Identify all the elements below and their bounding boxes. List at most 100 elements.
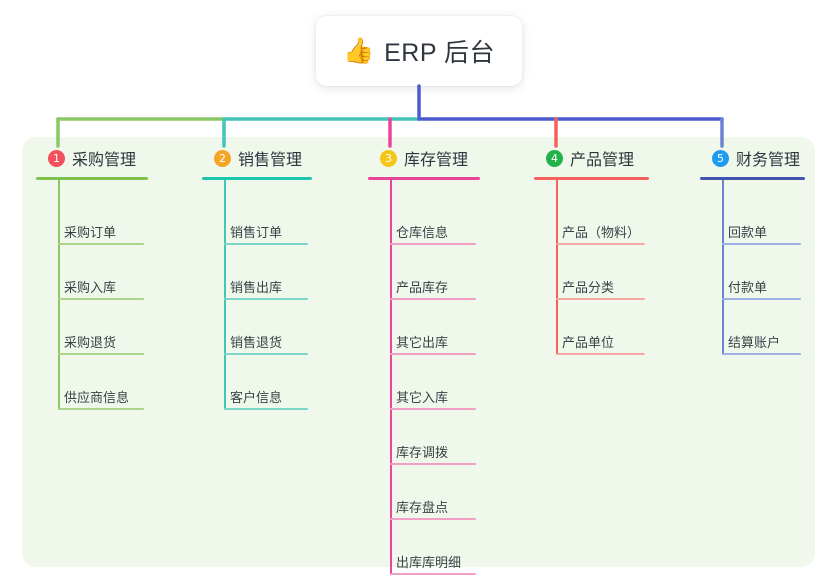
column-header-2[interactable]: 2 销售管理: [202, 145, 312, 171]
leaf-item[interactable]: 回款单: [700, 190, 805, 245]
leaf-item[interactable]: 客户信息: [202, 355, 312, 410]
leaf-item-label: 销售出库: [230, 280, 283, 295]
column-underline: [700, 177, 805, 180]
leaf-item[interactable]: 产品分类: [534, 245, 649, 300]
leaf-item-label: 出库库明细: [396, 555, 462, 570]
leaf-item[interactable]: 付款单: [700, 245, 805, 300]
leaf-item-underline: [58, 353, 144, 355]
leaf-item-label: 销售退货: [230, 335, 283, 350]
column-underline: [534, 177, 649, 180]
leaf-item-label: 产品单位: [562, 335, 615, 350]
leaf-item[interactable]: 库存盘点: [368, 465, 480, 520]
leaf-item-underline: [722, 353, 801, 355]
column-header-5[interactable]: 5 财务管理: [700, 145, 805, 171]
column-number-badge: 5: [712, 149, 729, 167]
column-title: 财务管理: [736, 152, 801, 169]
leaf-item[interactable]: 库存调拨: [368, 410, 480, 465]
column-title: 库存管理: [404, 152, 469, 169]
column-stem-line: [224, 180, 226, 410]
leaf-item-label: 仓库信息: [396, 225, 449, 240]
leaf-item-label: 产品（物料）: [562, 225, 641, 240]
leaf-item[interactable]: 仓库信息: [368, 190, 480, 245]
leaf-item-underline: [224, 298, 308, 300]
leaf-item[interactable]: 其它出库: [368, 300, 480, 355]
leaf-item-underline: [390, 408, 476, 410]
leaf-item-underline: [224, 243, 308, 245]
leaf-item[interactable]: 其它入库: [368, 355, 480, 410]
leaf-item-label: 客户信息: [230, 390, 283, 405]
leaf-item-underline: [224, 408, 308, 410]
leaf-item-underline: [390, 463, 476, 465]
column-header-4[interactable]: 4 产品管理: [534, 145, 649, 171]
column-header-3[interactable]: 3 库存管理: [368, 145, 480, 171]
column-number-badge: 4: [546, 149, 563, 167]
column-items: 回款单付款单结算账户: [700, 180, 805, 355]
leaf-item[interactable]: 采购退货: [36, 300, 148, 355]
column-number-badge: 2: [214, 149, 231, 167]
leaf-item[interactable]: 产品（物料）: [534, 190, 649, 245]
leaf-item-underline: [556, 298, 645, 300]
leaf-item-label: 采购入库: [64, 280, 117, 295]
leaf-item-underline: [58, 243, 144, 245]
leaf-item[interactable]: 销售退货: [202, 300, 312, 355]
leaf-item[interactable]: 销售出库: [202, 245, 312, 300]
leaf-item-underline: [722, 243, 801, 245]
column-4: 4 产品管理产品（物料） 产品分类产品单位: [534, 145, 649, 355]
thumbs-up-icon: 👍: [342, 36, 375, 65]
leaf-item-label: 结算账户: [728, 335, 781, 350]
leaf-item-underline: [390, 573, 476, 575]
column-title: 销售管理: [238, 152, 303, 169]
leaf-item[interactable]: 出库库明细: [368, 520, 480, 575]
leaf-item[interactable]: 产品单位: [534, 300, 649, 355]
leaf-item-label: 库存盘点: [396, 500, 449, 515]
leaf-item-label: 产品库存: [396, 280, 449, 295]
column-underline: [368, 177, 480, 180]
column-stem-line: [722, 180, 724, 355]
column-stem-line: [58, 180, 60, 410]
leaf-item-underline: [58, 298, 144, 300]
root-title-card[interactable]: 👍 ERP 后台: [316, 16, 522, 86]
leaf-item[interactable]: 采购入库: [36, 245, 148, 300]
column-1: 1 采购管理采购订单采购入库采购退货供应商信息: [36, 145, 148, 410]
column-header-1[interactable]: 1 采购管理: [36, 145, 148, 171]
leaf-item-label: 产品分类: [562, 280, 615, 295]
leaf-item-underline: [390, 243, 476, 245]
column-items: 采购订单采购入库采购退货供应商信息: [36, 180, 148, 410]
column-items: 销售订单销售出库销售退货客户信息: [202, 180, 312, 410]
leaf-item-underline: [390, 518, 476, 520]
column-number-badge: 3: [380, 149, 397, 167]
leaf-item-label: 采购退货: [64, 335, 117, 350]
leaf-item-underline: [390, 298, 476, 300]
column-underline: [36, 177, 148, 180]
leaf-item-underline: [722, 298, 801, 300]
leaf-item-underline: [58, 408, 144, 410]
leaf-item[interactable]: 供应商信息: [36, 355, 148, 410]
column-title: 采购管理: [72, 152, 137, 169]
page-title: ERP 后台: [384, 39, 496, 67]
leaf-item-label: 销售订单: [230, 225, 283, 240]
column-stem-line: [556, 180, 558, 355]
diagram-panel: [22, 137, 815, 567]
leaf-item-label: 采购订单: [64, 225, 117, 240]
column-underline: [202, 177, 312, 180]
leaf-item-underline: [556, 243, 645, 245]
leaf-item-label: 回款单: [728, 225, 768, 240]
column-3: 3 库存管理仓库信息产品库存其它出库其它入库库存调拨库存盘点出库库明细: [368, 145, 480, 575]
column-stem-line: [390, 180, 392, 575]
leaf-item[interactable]: 采购订单: [36, 190, 148, 245]
leaf-item[interactable]: 销售订单: [202, 190, 312, 245]
leaf-item-label: 库存调拨: [396, 445, 449, 460]
column-items: 产品（物料） 产品分类产品单位: [534, 180, 649, 355]
column-title: 产品管理: [570, 152, 635, 169]
leaf-item-underline: [390, 353, 476, 355]
column-5: 5 财务管理回款单付款单结算账户: [700, 145, 805, 355]
column-number-badge: 1: [48, 149, 65, 167]
leaf-item-label: 其它入库: [396, 390, 449, 405]
leaf-item-underline: [556, 353, 645, 355]
column-items: 仓库信息产品库存其它出库其它入库库存调拨库存盘点出库库明细: [368, 180, 480, 575]
leaf-item[interactable]: 结算账户: [700, 300, 805, 355]
column-2: 2 销售管理销售订单销售出库销售退货客户信息: [202, 145, 312, 410]
leaf-item[interactable]: 产品库存: [368, 245, 480, 300]
leaf-item-label: 供应商信息: [64, 390, 130, 405]
leaf-item-label: 付款单: [728, 280, 768, 295]
